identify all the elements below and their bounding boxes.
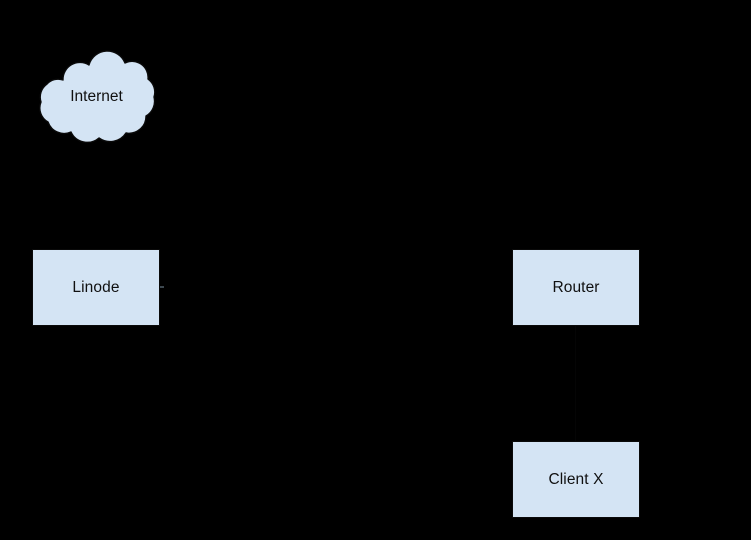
edge-linode-stub xyxy=(160,286,164,288)
node-linode[interactable]: Linode xyxy=(32,249,160,326)
node-router-label: Router xyxy=(552,278,600,296)
node-internet[interactable]: Internet xyxy=(33,50,160,144)
node-router[interactable]: Router xyxy=(512,249,640,326)
node-client-x-label: Client X xyxy=(548,470,604,488)
node-linode-label: Linode xyxy=(72,278,120,296)
edge-router-to-client xyxy=(575,326,576,441)
node-client-x[interactable]: Client X xyxy=(512,441,640,518)
cloud-icon xyxy=(39,50,156,144)
